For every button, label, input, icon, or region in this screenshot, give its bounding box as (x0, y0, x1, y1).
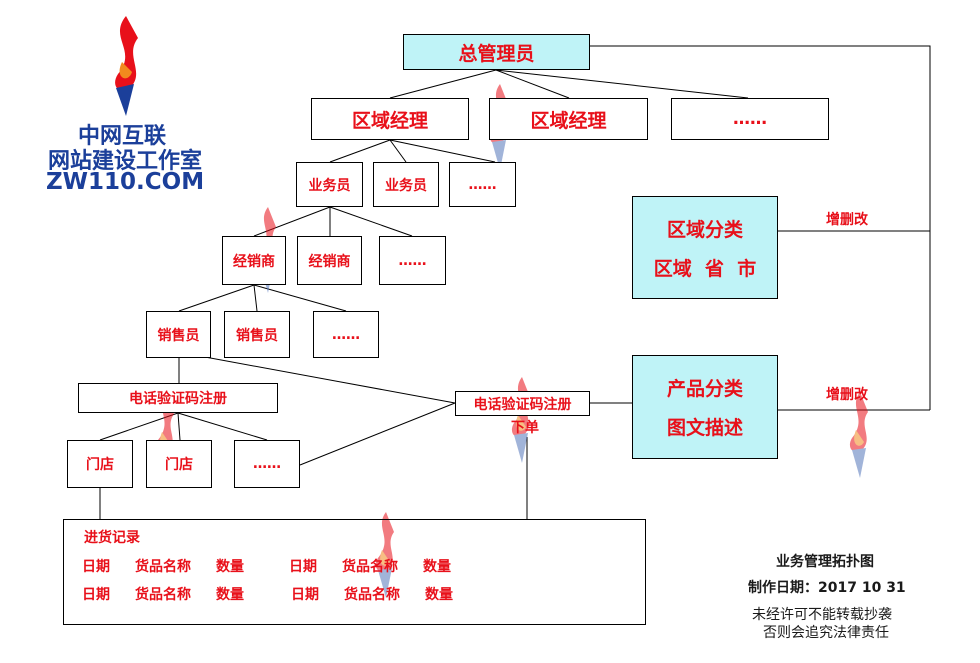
line-phone-store2 (177, 412, 181, 441)
purchase-cell: 数量 (216, 559, 244, 575)
line-region1-salesmore (389, 139, 496, 163)
purchase-cell: 日期 (291, 587, 319, 603)
purchase-cell: 货品名称 (344, 587, 400, 603)
product-category-detail: 图文描述 (666, 417, 743, 439)
seller-node-2: 销售员 (224, 311, 290, 358)
region-category-detail: 区域 省 市 (653, 257, 757, 280)
product-category-title: 产品分类 (666, 378, 743, 400)
line-storemore-order (299, 402, 456, 466)
region-manager-more-node: …… (671, 98, 829, 140)
purchase-cell: 数量 (425, 587, 453, 603)
line-phone-storemore (177, 412, 268, 441)
line-admin-regionmore (495, 69, 749, 99)
logo-line-1: 中网互联 (78, 124, 167, 149)
line-seller1-order (204, 356, 456, 404)
store-node-1: 门店 (67, 440, 133, 488)
watermark-flame-icon (849, 392, 868, 478)
line-sales1-dealermore (329, 206, 413, 237)
order-label: 下单 (511, 420, 539, 436)
dealer-node-2: 经销商 (297, 236, 362, 285)
admin-node: 总管理员 (403, 34, 590, 70)
phone-register-order-node: 电话验证码注册 (455, 391, 590, 416)
purchase-cell: 货品名称 (342, 559, 398, 575)
line-dealer1-seller1 (178, 284, 255, 312)
region-manager-node-2: 区域经理 (489, 98, 648, 140)
crud-label-region: 增删改 (826, 212, 868, 228)
crud-label-product: 增删改 (826, 387, 868, 403)
logo-line-2: 网站建设工作室 (48, 149, 203, 174)
logo-line-3: ZW110.COM (46, 169, 205, 195)
store-more-node: …… (234, 440, 300, 488)
region-category-node: 区域分类 区域 省 市 (632, 196, 778, 299)
seller-more-node: …… (313, 311, 379, 358)
dealer-more-node: …… (379, 236, 446, 285)
purchase-cell: 日期 (82, 587, 110, 603)
creation-date: 制作日期：2017 10 31 (748, 580, 906, 596)
copyright-notice-2: 否则会追究法律责任 (763, 625, 889, 641)
dealer-node-1: 经销商 (222, 236, 286, 285)
line-admin-region1 (389, 69, 497, 99)
purchase-cell: 日期 (82, 559, 110, 575)
line-region1-sales1 (329, 139, 391, 163)
sales-node-2: 业务员 (373, 162, 439, 207)
line-dealer1-seller2 (253, 284, 258, 312)
region-manager-node-1: 区域经理 (311, 98, 469, 140)
product-category-node: 产品分类 图文描述 (632, 355, 778, 459)
watermark-flame-icon (375, 512, 394, 598)
line-admin-region2 (495, 69, 570, 99)
line-dealer1-sellermore (253, 284, 347, 312)
diagram-title: 业务管理拓扑图 (776, 554, 874, 570)
purchase-cell: 日期 (289, 559, 317, 575)
region-category-title: 区域分类 (666, 218, 743, 241)
sales-more-node: …… (449, 162, 516, 207)
purchase-cell: 货品名称 (135, 559, 191, 575)
purchase-cell: 数量 (423, 559, 451, 575)
purchase-record-panel (63, 519, 646, 625)
seller-node-1: 销售员 (146, 311, 211, 358)
line-region1-sales2 (389, 139, 407, 163)
flame-logo-icon (115, 16, 138, 116)
phone-register-node: 电话验证码注册 (78, 383, 278, 413)
purchase-cell: 货品名称 (135, 587, 191, 603)
purchase-record-title: 进货记录 (84, 530, 140, 546)
copyright-notice-1: 未经许可不能转载抄袭 (752, 607, 892, 623)
line-admin-right (590, 45, 931, 410)
sales-node-1: 业务员 (296, 162, 363, 207)
store-node-2: 门店 (146, 440, 212, 488)
purchase-cell: 数量 (216, 587, 244, 603)
